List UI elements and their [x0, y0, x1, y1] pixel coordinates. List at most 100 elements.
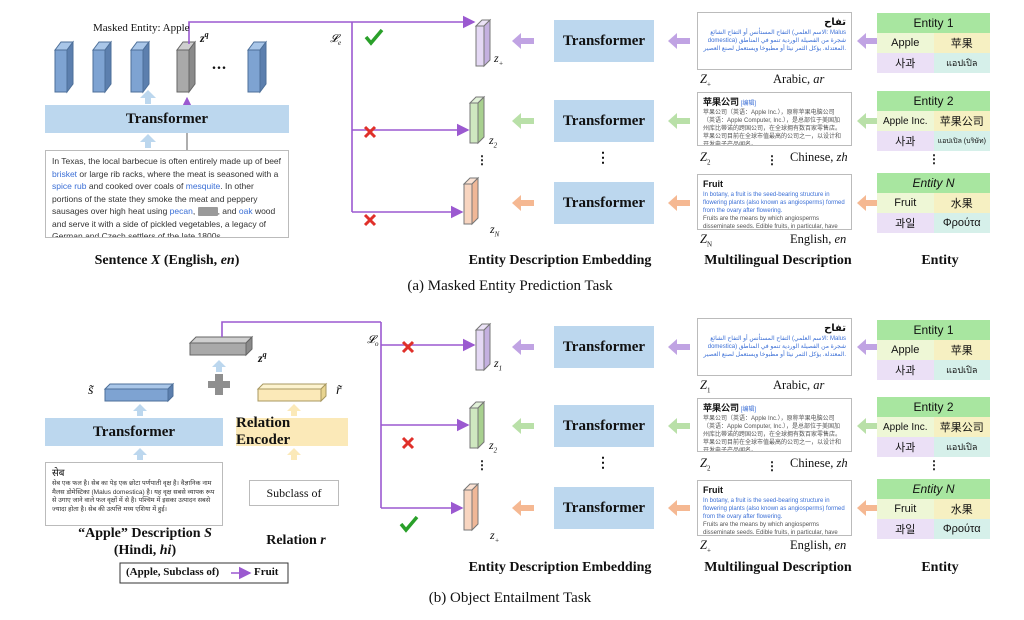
- sentence-fragment: , and: [217, 206, 239, 216]
- z-label-a3: zN: [490, 222, 500, 239]
- cross-icon: [401, 436, 415, 450]
- doc-arabic-b: تفاح التفاح المستأنس أو التفاح الشائع (ا…: [697, 318, 852, 376]
- transformer-b1: Transformer: [554, 326, 654, 368]
- sentence-fragment: or large rib racks, where the meat is se…: [77, 168, 279, 179]
- embedding-caption-b: Entity Description Embedding: [468, 560, 652, 575]
- task-caption-b: (b) Object Entailment Task: [428, 590, 592, 606]
- up-arrows-a: [140, 90, 156, 148]
- doc-chinese-b: 苹果公司 [编辑] 苹果公司（英语：Apple Inc.），原称苹果电脑公司（英…: [697, 398, 852, 452]
- sentence-fragment: . In other portions of the state they sm…: [52, 181, 258, 216]
- ellipsis-doc-a: ⋮: [766, 153, 778, 167]
- z-label-a2: z2: [489, 133, 498, 150]
- entity-caption-a: Entity: [921, 253, 959, 268]
- triple-right: Fruit: [254, 566, 279, 578]
- check-icon: [399, 515, 419, 533]
- triple-left: (Apple, Subclass of): [126, 566, 220, 578]
- doc-english-b: Fruit In botany, a fruit is the seed-bea…: [697, 480, 852, 536]
- hindi-description: सेब सेब एक फल है। सेब का पेड़ एक छोटा पर…: [45, 462, 223, 526]
- sentence-fragment: ,: [192, 206, 198, 216]
- transformer-b3: Transformer: [554, 487, 654, 529]
- marks-a: [363, 28, 384, 227]
- linked-word: mesquite: [185, 181, 221, 191]
- embedding-caption-a: Entity Description Embedding: [468, 253, 652, 268]
- description-caption-b: Multilingual Description: [704, 560, 852, 575]
- lang-label-b3: English, en: [790, 538, 847, 552]
- marks-b: [399, 340, 419, 533]
- arrows-a-1: [512, 33, 534, 211]
- masked-token: [197, 207, 218, 217]
- cross-icon: [363, 125, 377, 139]
- relation-text-box: Subclass of: [249, 480, 339, 506]
- relation-encoder-box: Relation Encoder: [236, 415, 348, 448]
- arrows-b: [512, 339, 879, 516]
- ellipsis-transformer-a: ⋮: [596, 151, 610, 166]
- z-label-a1: z+: [494, 51, 504, 68]
- transformer-box-b: Transformer: [45, 418, 223, 446]
- lang-label-b2: Chinese, zh: [790, 456, 848, 470]
- zq-label-a: zq: [200, 30, 209, 45]
- token-prisms-a: [54, 40, 267, 94]
- zq-label-b: zq: [258, 350, 267, 365]
- cross-icon: [401, 340, 415, 354]
- check-icon: [364, 28, 384, 46]
- lang-label-a1: Arabic, ar: [773, 72, 825, 86]
- r-tilde-label: r̃: [336, 383, 342, 398]
- ellipsis-z-a: ⋮: [476, 153, 488, 167]
- r-prism: [256, 382, 328, 403]
- transformer-b2: Transformer: [554, 405, 654, 447]
- loss-label-a: 𝓛e: [330, 33, 342, 48]
- cross-icon: [363, 213, 377, 227]
- lang-label-b1: Arabic, ar: [773, 378, 825, 392]
- doc-arabic-a: تفاح التفاح المستأنس أو التفاح الشائع (ا…: [697, 12, 852, 70]
- linked-word: oak: [238, 206, 253, 216]
- ellipsis-z-b: ⋮: [476, 458, 488, 472]
- Z-label-a3: ZN: [700, 232, 713, 249]
- Z-label-b1: Z1: [700, 378, 711, 395]
- z-label-b2: z2: [489, 438, 498, 455]
- ellipsis-entity-b: ⋮: [928, 458, 940, 472]
- loss-lines-b: [221, 321, 476, 515]
- doc-chinese-a: 苹果公司 [编辑] 苹果公司（英语：Apple Inc.），原称苹果电脑公司（英…: [697, 92, 852, 146]
- embedding-prisms-a: [462, 18, 492, 226]
- task-caption-a: (a) Masked Entity Prediction Task: [407, 278, 613, 294]
- up-arrows-b: [133, 404, 147, 460]
- zq-prism-b: [188, 335, 254, 357]
- ellipsis-entity-a: ⋮: [928, 152, 940, 166]
- doc-english-a: Fruit In botany, a fruit is the seed-bea…: [697, 174, 852, 230]
- hindi-caption: “Apple” Description S(Hindi, hi): [78, 526, 212, 558]
- plus-icon: [208, 374, 230, 395]
- ellipsis-doc-b: ⋮: [766, 459, 778, 473]
- Z-label-b3: Z+: [700, 538, 711, 555]
- sentence-caption: Sentence X (English, en): [94, 253, 240, 268]
- lang-label-a2: Chinese, zh: [790, 150, 848, 164]
- Z-label-a2: Z2: [700, 150, 711, 167]
- sentence-fragment: In Texas, the local barbecue is often en…: [52, 156, 282, 166]
- linked-word: brisket: [52, 168, 78, 179]
- Z-label-b2: Z2: [700, 456, 711, 473]
- transformer-box-a: Transformer: [45, 105, 289, 133]
- embedding-prisms-b: [462, 322, 492, 532]
- linked-word: pecan: [169, 206, 193, 216]
- s-prism: [103, 382, 175, 403]
- Z-label-a1: Z+: [700, 72, 711, 89]
- up-arrows-r: [287, 404, 301, 460]
- transformer-a3: Transformer: [554, 182, 654, 224]
- loss-label-b: 𝓛o: [367, 334, 379, 349]
- arrows-a-3: [857, 33, 879, 211]
- sentence-fragment: and cooked over coals of: [86, 181, 186, 191]
- lang-label-a3: English, en: [790, 232, 847, 246]
- z-label-b3: z+: [490, 528, 500, 545]
- sentence-text: In Texas, the local barbecue is often en…: [45, 150, 289, 238]
- transformer-a2: Transformer: [554, 100, 654, 142]
- ellipsis-transformer-b: ⋮: [596, 456, 610, 471]
- ellipsis-a: ...: [212, 56, 227, 73]
- entity-caption-b: Entity: [921, 560, 959, 575]
- s-tilde-label: s̃: [88, 383, 94, 398]
